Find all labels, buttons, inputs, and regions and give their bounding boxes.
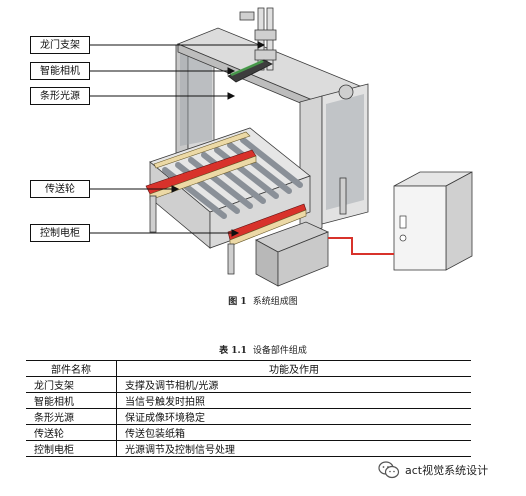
table-cell-function: 传送包装纸箱 <box>116 424 471 441</box>
table-cell-part: 传送轮 <box>26 424 117 441</box>
pointer-arrows <box>90 41 266 237</box>
label-gantry: 龙门支架 <box>30 36 90 54</box>
figure-caption-text: 系统组成图 <box>252 297 298 307</box>
table-caption-number: 表 1.1 <box>219 346 247 356</box>
table-cell-part: 控制电柜 <box>26 440 117 457</box>
table-cell-part: 智能相机 <box>26 392 117 409</box>
control-cabinet <box>393 171 473 271</box>
table-cell-function: 光源调节及控制信号处理 <box>116 440 471 457</box>
under-control-box <box>255 221 330 287</box>
table-row: 智能相机 当信号触发时拍照 <box>26 392 471 409</box>
table-row: 控制电柜 光源调节及控制信号处理 <box>26 440 471 457</box>
table-cell-function: 保证成像环境稳定 <box>116 408 471 425</box>
table-row: 传送轮 传送包装纸箱 <box>26 424 471 441</box>
watermark-text: act视觉系统设计 <box>405 464 489 477</box>
table-row: 龙门支架 支撑及调节相机/光源 <box>26 376 471 393</box>
table-row: 条形光源 保证成像环境稳定 <box>26 408 471 425</box>
table-cell-part: 龙门支架 <box>26 376 117 393</box>
parts-table: 部件名称 功能及作用 龙门支架 支撑及调节相机/光源 智能相机 当信号触发时拍照… <box>26 360 471 457</box>
table-header-part: 部件名称 <box>26 360 117 377</box>
frame-uprights <box>149 177 347 275</box>
watermark: act视觉系统设计 <box>378 458 523 482</box>
label-control-cabinet: 控制电柜 <box>30 224 90 242</box>
label-bar-light: 条形光源 <box>30 87 90 105</box>
wechat-icon <box>378 461 400 479</box>
figure-caption: 图 1 系统组成图 <box>0 294 526 307</box>
system-diagram <box>90 7 473 287</box>
smart-camera-unit <box>227 59 273 83</box>
label-smart-camera: 智能相机 <box>30 62 90 80</box>
table-cell-function: 当信号触发时拍照 <box>116 392 471 409</box>
table-caption: 表 1.1 设备部件组成 <box>0 343 526 356</box>
camera-mast <box>239 7 277 71</box>
right-gantry-post <box>299 83 369 235</box>
figure-caption-number: 图 1 <box>228 297 247 307</box>
signal-wire <box>328 237 394 255</box>
label-roller: 传送轮 <box>30 180 90 198</box>
table-cell-part: 条形光源 <box>26 408 117 425</box>
table-header-function: 功能及作用 <box>116 360 471 377</box>
table-cell-function: 支撑及调节相机/光源 <box>116 376 471 393</box>
table-caption-text: 设备部件组成 <box>252 346 307 356</box>
table-header-row: 部件名称 功能及作用 <box>26 360 471 377</box>
